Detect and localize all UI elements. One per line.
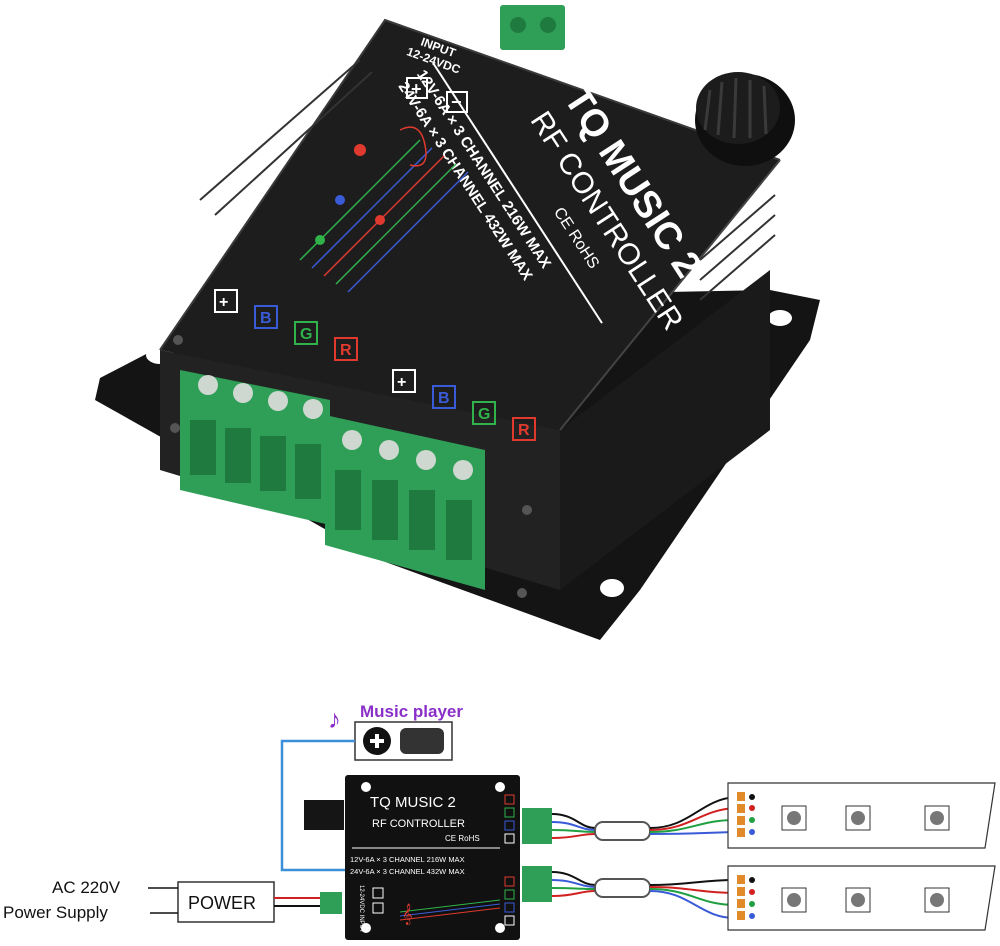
housing-ribs [199,59,776,301]
output-wires-2 [551,871,736,919]
svg-text:G: G [300,326,312,343]
mini-cert: CE RoHS [445,834,480,843]
mini-music-note: 𝄞 [402,904,413,925]
svg-text:B: B [438,390,450,407]
svg-text:B: B [260,310,272,327]
svg-text:+: + [219,294,228,311]
channel-labels-upper: + B G R [214,289,358,361]
mini-title: TQ MUSIC 2 [370,794,456,811]
housing-end [560,270,770,590]
audio-wire [280,739,355,872]
power-supply: POWER AC 220V Power Supply [3,878,320,923]
spec-divider [432,62,603,324]
mini-input: 12-24VDC INPUT [358,885,364,933]
svg-text:R: R [518,422,530,439]
mini-spec-1: 12V-6A × 3 CHANNEL 216W MAX [350,855,465,864]
svg-text:R: R [340,342,352,359]
power-box-label: POWER [188,893,256,913]
housing-top [160,20,780,430]
svg-text:+: + [411,79,422,99]
mount-hole [768,310,792,326]
ac-label: AC 220V [52,878,121,897]
housing-edge [559,159,781,431]
svg-text:G: G [478,406,490,423]
music-player-label: Music player [360,702,463,721]
mini-subtitle: RF CONTROLLER [372,818,465,830]
svg-text:−: − [451,92,462,112]
led-strip-2 [727,865,996,931]
output-terminal-block-1 [180,370,330,525]
music-player: ♪ Music player [328,702,463,761]
input-polarity: + − [406,77,468,113]
output-terminal-block-2 [325,415,485,590]
mini-output-terminals [320,808,552,914]
supply-label: Power Supply [3,903,108,922]
housing-screws [170,335,532,598]
led-strip-1 [727,782,996,849]
input-terminal [500,5,565,50]
output-wires-1 [551,796,736,841]
music-staff-art [299,126,469,293]
power-box [177,881,275,923]
housing-edge [159,18,781,351]
mini-spec-2: 24V-6A × 3 CHANNEL 432W MAX [350,867,465,876]
svg-text:+: + [397,374,406,391]
mini-controller: TQ MUSIC 2 RF CONTROLLER CE RoHS 12V-6A … [304,775,520,940]
channel-labels-lower: + B G R [392,369,536,441]
mount-hole [600,579,624,597]
player-device [400,728,444,754]
volume-knob [695,72,795,166]
music-note-icon: ♪ [328,704,341,734]
